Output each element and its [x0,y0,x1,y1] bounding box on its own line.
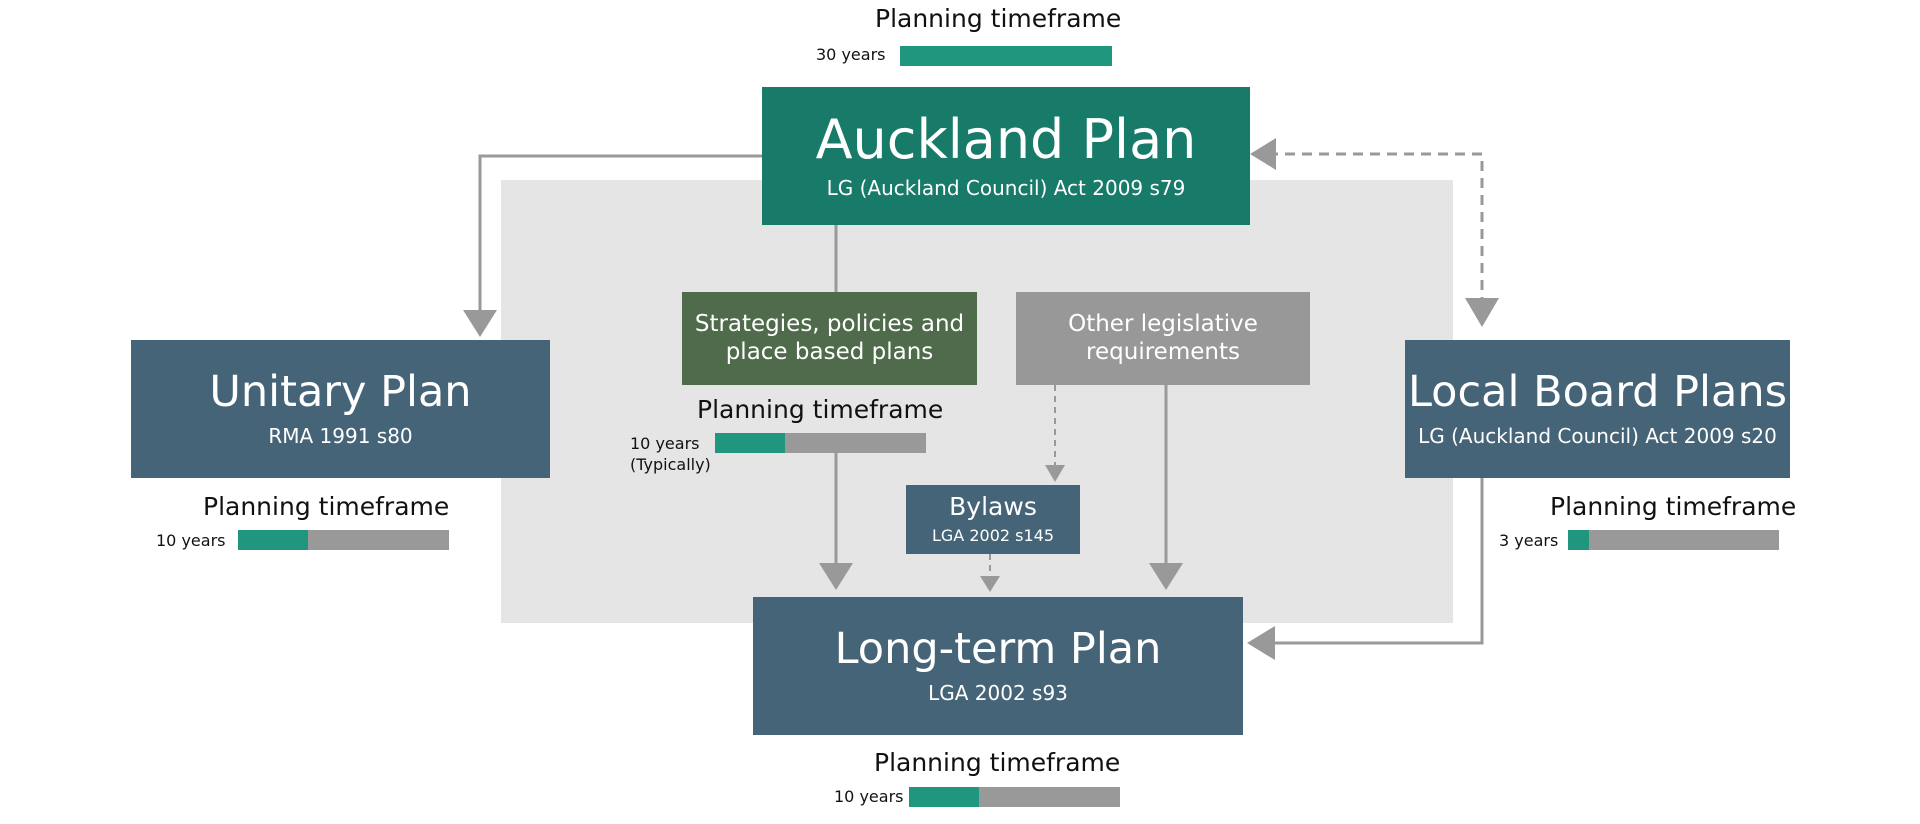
long-term-plan-act: LGA 2002 s93 [928,680,1068,705]
timeframe-fill [909,787,980,807]
arrowhead-ltp [1247,626,1275,660]
arrow-auckland-to-local-board [1268,152,1484,300]
long-term-plan-title: Long-term Plan [834,624,1162,675]
strategies-timeframe-years: 10 years [630,434,700,453]
auckland-timeframe-heading: Planning timeframe [875,4,1122,33]
local-board-timeframe-bar [1568,530,1779,550]
arrowhead-local-board [1465,298,1499,327]
bylaws-box: Bylaws LGA 2002 s145 [906,485,1080,554]
local-board-timeframe-years: 3 years [1499,531,1559,550]
unitary-plan-title: Unitary Plan [209,367,472,418]
local-board-plans-act: LG (Auckland Council) Act 2009 s20 [1418,423,1777,448]
unitary-plan-box: Unitary Plan RMA 1991 s80 [131,340,550,478]
auckland-plan-title: Auckland Plan [815,107,1197,171]
ltp-timeframe-years: 10 years [834,787,904,806]
long-term-plan-box: Long-term Plan LGA 2002 s93 [753,597,1243,735]
timeframe-fill [1568,530,1590,550]
timeframe-fill [238,530,309,550]
strategies-timeframe-note: (Typically) [630,455,711,474]
other-legislative-box: Other legislative requirements [1016,292,1310,385]
unitary-timeframe-years: 10 years [156,531,226,550]
local-board-plans-box: Local Board Plans LG (Auckland Council) … [1405,340,1790,478]
strategies-timeframe-bar [715,433,926,453]
arrow-auckland-to-unitary [478,154,762,312]
arrow-local-board-to-ltp [1275,478,1484,645]
auckland-timeframe-bar [900,46,1112,66]
ltp-timeframe-heading: Planning timeframe [874,748,1121,777]
auckland-plan-act: LG (Auckland Council) Act 2009 s79 [826,176,1186,201]
local-board-timeframe-heading: Planning timeframe [1550,492,1797,521]
timeframe-fill [715,433,786,453]
strategies-box: Strategies, policies and place based pla… [682,292,977,385]
bylaws-act: LGA 2002 s145 [931,525,1055,545]
unitary-plan-act: RMA 1991 s80 [268,423,413,448]
strategies-timeframe-heading: Planning timeframe [697,395,944,424]
arrowhead-strategies-ltp [819,563,853,590]
local-board-plans-title: Local Board Plans [1407,367,1788,418]
arrowhead-unitary [463,310,497,337]
bylaws-title: Bylaws [949,492,1037,522]
unitary-timeframe-bar [238,530,449,550]
auckland-plan-box: Auckland Plan LG (Auckland Council) Act … [762,87,1250,225]
ltp-timeframe-bar [909,787,1120,807]
arrowhead-bylaws-ltp [980,576,1000,592]
strategies-title: Strategies, policies and place based pla… [694,310,965,365]
other-legislative-title: Other legislative requirements [1068,310,1258,365]
arrowhead-other-ltp [1149,563,1183,590]
unitary-timeframe-heading: Planning timeframe [203,492,450,521]
arrowhead-bylaws [1045,465,1065,482]
arrowhead-auckland [1250,138,1276,170]
timeframe-fill [900,46,1112,66]
auckland-timeframe-years: 30 years [816,45,886,64]
